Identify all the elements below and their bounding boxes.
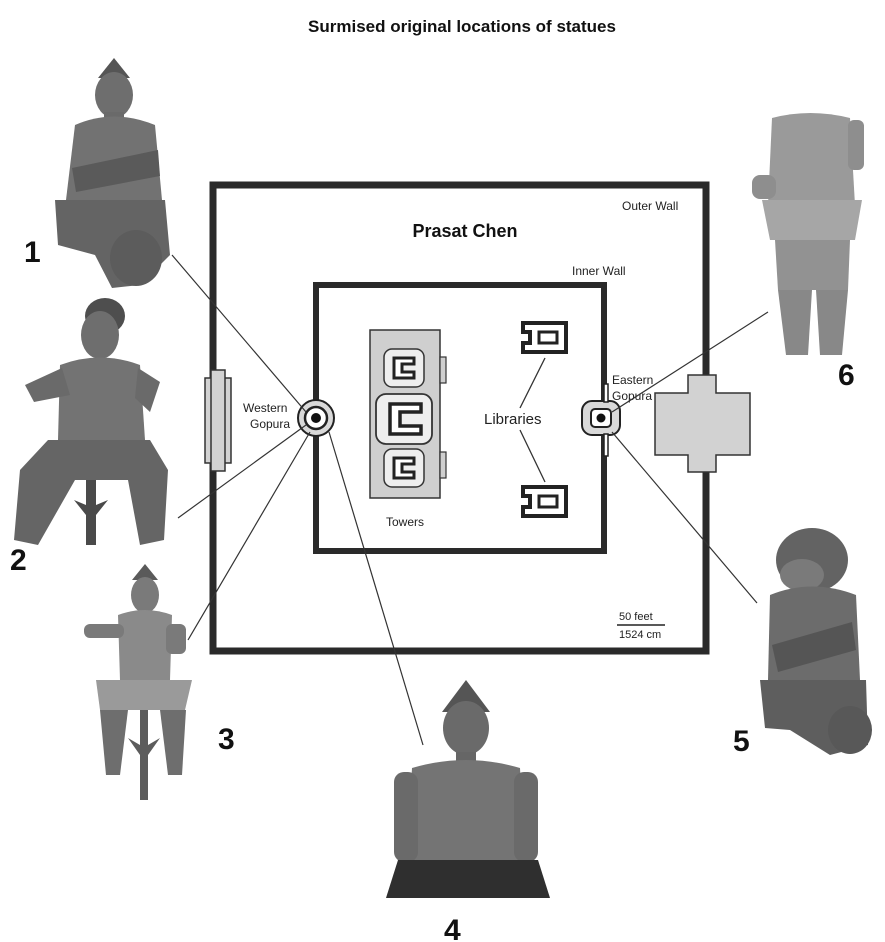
statue-6-image [752, 113, 864, 355]
leader-line-1 [171, 254, 307, 413]
diagram-title: Surmised original locations of statues [308, 17, 616, 36]
statue-1-image [55, 58, 170, 288]
leader-line-6 [611, 311, 769, 413]
site-name: Prasat Chen [412, 221, 517, 241]
statue-4-image [386, 680, 550, 898]
leader-line-2 [177, 424, 307, 519]
eastern-gopura [581, 383, 621, 457]
scale-label-feet: 50 feet [619, 611, 653, 623]
statue-number-6: 6 [838, 359, 855, 392]
leader-line-4 [328, 431, 424, 746]
statue-number-4: 4 [444, 914, 461, 942]
outer-west-gate [204, 369, 232, 472]
western-gopura [297, 399, 335, 437]
library-south [521, 485, 568, 518]
leader-line-3 [187, 431, 311, 641]
eastern-gopura-label-line2: Gopura [612, 389, 652, 403]
scale-label-cm: 1524 cm [619, 629, 661, 641]
tower-central [375, 393, 433, 445]
statue-number-1: 1 [24, 236, 41, 269]
statue-5-image [760, 528, 872, 755]
eastern-gopura-label-line1: Eastern [612, 373, 653, 387]
leader-lines [171, 254, 769, 746]
statue-number-5: 5 [733, 725, 750, 758]
inner-wall-label: Inner Wall [572, 264, 626, 278]
libraries-pointer-north [519, 357, 546, 409]
tower-north [383, 348, 425, 388]
western-gopura-label-line2: Gopura [250, 417, 290, 431]
towers-label: Towers [386, 515, 424, 529]
library-north [521, 321, 568, 354]
libraries-pointer-south [519, 429, 546, 483]
statue-number-3: 3 [218, 723, 235, 756]
outer-east-gate [654, 374, 751, 473]
tower-south [383, 448, 425, 488]
libraries-label: Libraries [484, 411, 542, 428]
statue-3-image [84, 564, 192, 800]
outer-wall-label: Outer Wall [622, 199, 678, 213]
leader-line-5 [611, 431, 758, 604]
statue-number-2: 2 [10, 544, 27, 577]
statue-2-image [14, 298, 168, 545]
western-gopura-label-line1: Western [243, 401, 287, 415]
